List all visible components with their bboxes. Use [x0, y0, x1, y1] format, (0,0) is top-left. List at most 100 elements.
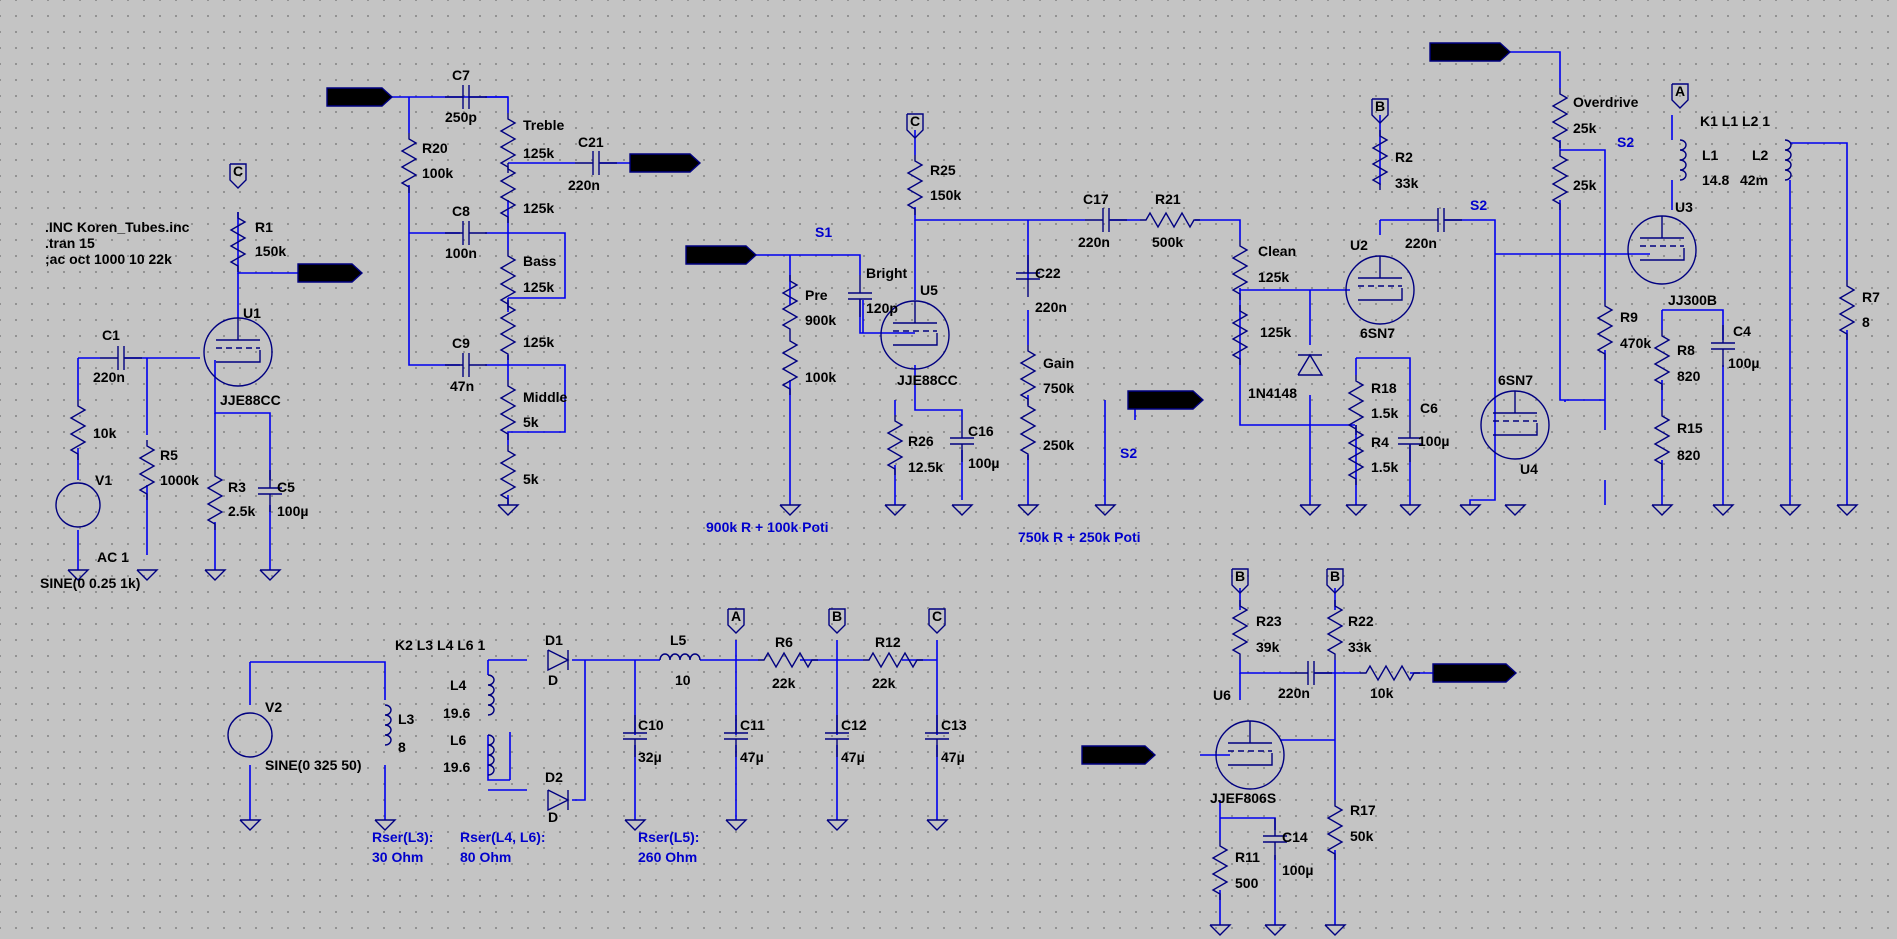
r3-ref: R3: [228, 479, 246, 495]
r15-ref: R15: [1677, 420, 1703, 436]
net-s2-label-2: S2: [1470, 197, 1487, 213]
r18-value: 1.5k: [1371, 405, 1398, 421]
net-eq-out-label-2: EQ_out: [689, 247, 739, 263]
net-s1-label: S1: [815, 224, 832, 240]
note-rser-l5: Rser(L5):: [638, 829, 699, 845]
r25-value: 150k: [930, 187, 961, 203]
c14-value: 100µ: [1282, 862, 1313, 878]
l6-ref: L6: [450, 732, 467, 748]
r1-value: 150k: [255, 243, 286, 259]
net-a-flag-2: A: [731, 608, 741, 624]
gain-v2: 250k: [1043, 437, 1074, 453]
r21-value: 500k: [1152, 234, 1183, 250]
r-10k-value: 10k: [93, 425, 117, 441]
r12-ref: R12: [875, 634, 901, 650]
r25-ref: R25: [930, 162, 956, 178]
c8-ref: C8: [452, 203, 470, 219]
v2-ref: V2: [265, 699, 282, 715]
clean-v2: 125k: [1260, 324, 1291, 340]
net-c-flag-3: C: [932, 608, 942, 624]
l4-value: 19.6: [443, 705, 470, 721]
r18-ref: R18: [1371, 380, 1397, 396]
net-b-flag-4: B: [1330, 568, 1340, 584]
net-eq-out-label: EQ_out: [633, 155, 683, 171]
bright-value: 120p: [866, 300, 898, 316]
r7-value: 8: [1862, 314, 1870, 330]
directive-ac: ;ac oct 1000 10 22k: [45, 251, 172, 267]
r20-value: 100k: [422, 165, 453, 181]
l5-ref: L5: [670, 632, 687, 648]
u2-ref: U2: [1350, 237, 1368, 253]
u1-model: JJE88CC: [220, 392, 281, 408]
u1-ref: U1: [243, 305, 261, 321]
c-220n-u2-value: 220n: [1405, 235, 1437, 251]
r22-value: 33k: [1348, 639, 1372, 655]
c12-value: 47µ: [841, 749, 865, 765]
c13-value: 47µ: [941, 749, 965, 765]
r21-ref: R21: [1155, 191, 1181, 207]
u3-ref: U3: [1675, 199, 1693, 215]
r8-ref: R8: [1677, 342, 1695, 358]
r6-value: 22k: [772, 675, 796, 691]
u4-model: 6SN7: [1498, 372, 1533, 388]
l5-value: 10: [675, 672, 691, 688]
middle-v2: 5k: [523, 471, 539, 487]
coupling-k1: K1 L1 L2 1: [1700, 113, 1770, 129]
net-c-flag: C: [233, 163, 243, 179]
net-c-flag-2: C: [910, 113, 920, 129]
c10-ref: C10: [638, 717, 664, 733]
c13-ref: C13: [941, 717, 967, 733]
c8-value: 100n: [445, 245, 477, 261]
treble-ref: Treble: [523, 117, 564, 133]
l3-value: 8: [398, 739, 406, 755]
c17-ref: C17: [1083, 191, 1109, 207]
net-eq-in-label: EQ_in: [330, 89, 370, 105]
r-10k-gain-value: 10k: [1370, 685, 1394, 701]
c10-value: 32µ: [638, 749, 662, 765]
r1-ref: R1: [255, 219, 273, 235]
note-pre-poti: 900k R + 100k Poti: [706, 519, 829, 535]
pre-ref: Pre: [805, 287, 828, 303]
c1-ref: C1: [102, 327, 120, 343]
r20-ref: R20: [422, 140, 448, 156]
c16-ref: C16: [968, 423, 994, 439]
r22-ref: R22: [1348, 613, 1374, 629]
r23-value: 39k: [1256, 639, 1280, 655]
note-rser-l3: Rser(L3):: [372, 829, 433, 845]
r3-value: 2.5k: [228, 503, 255, 519]
r26-value: 12.5k: [908, 459, 943, 475]
bass-v1: 125k: [523, 279, 554, 295]
labels: EQ_in EQ_in EQ_out EQ_out Gain_in Gain_o…: [40, 44, 1880, 891]
l1-ref: L1: [1702, 147, 1719, 163]
u6-model: JJEF806S: [1210, 790, 1276, 806]
net-gain-in-label: Gain_in: [1131, 392, 1182, 408]
note-rser-l3-val: 30 Ohm: [372, 849, 423, 865]
c-220n-gain-value: 220n: [1278, 685, 1310, 701]
r6-ref: R6: [775, 634, 793, 650]
pre-v1: 900k: [805, 312, 836, 328]
net-b-flag-2: B: [832, 608, 842, 624]
net-gain-out-label-2: Gain_out: [1436, 665, 1497, 681]
u2-model: 6SN7: [1360, 325, 1395, 341]
overdrive-v2: 25k: [1573, 177, 1597, 193]
v1-ac: AC 1: [97, 549, 129, 565]
c7-ref: C7: [452, 67, 470, 83]
l6-value: 19.6: [443, 759, 470, 775]
u5-model: JJE88CC: [897, 372, 958, 388]
c9-ref: C9: [452, 335, 470, 351]
r17-value: 50k: [1350, 828, 1374, 844]
net-eq-in-label-2: EQ_in: [300, 265, 340, 281]
net-b-flag: B: [1375, 98, 1385, 114]
overdrive-ref: Overdrive: [1573, 94, 1639, 110]
l1-value: 14.8: [1702, 172, 1729, 188]
note-rser-l5-val: 260 Ohm: [638, 849, 697, 865]
d2-ref: D2: [545, 769, 563, 785]
l2-ref: L2: [1752, 147, 1769, 163]
r9-value: 470k: [1620, 335, 1651, 351]
c4-value: 100µ: [1728, 355, 1759, 371]
directive-include: .INC Koren_Tubes.inc: [45, 219, 190, 235]
symbols: [55, 83, 1858, 936]
r26-ref: R26: [908, 433, 934, 449]
c11-value: 47µ: [740, 749, 764, 765]
